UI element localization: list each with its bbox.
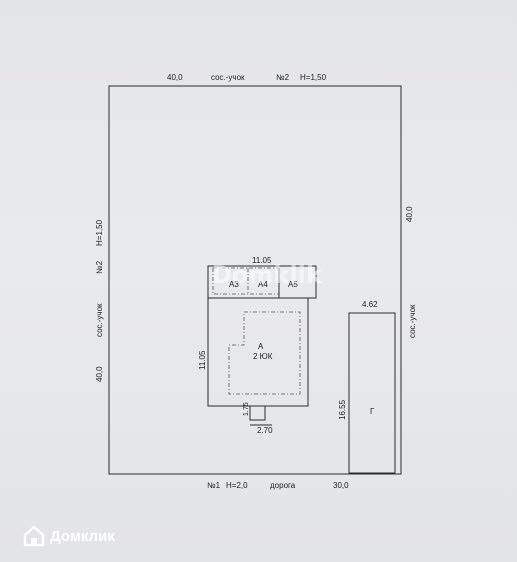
house-logo-icon [23, 525, 45, 547]
room-a3-label: А3 [229, 280, 239, 289]
top-height-label: H=1,50 [300, 73, 327, 82]
watermark-text: Domklik [212, 261, 323, 289]
left-lot-label: №2 [95, 260, 104, 274]
house-name-label: А [258, 342, 264, 351]
garage-name-label: Г [370, 407, 375, 416]
house [207, 265, 317, 426]
garage [348, 312, 396, 474]
house-main [207, 297, 309, 407]
logo-text: Домклик [50, 528, 115, 545]
bottom-lot-label: №1 [207, 481, 221, 490]
right-length-label: 40,0 [405, 206, 414, 222]
bottom-height-label: H=2,0 [226, 481, 248, 490]
porch-depth-label: 1.75 [243, 402, 250, 416]
garage-width-label: 4.62 [362, 300, 378, 309]
left-length-label: 40,0 [95, 366, 104, 382]
room-a5-label: А5 [288, 280, 298, 289]
left-height-label: H=1,50 [95, 219, 104, 246]
house-width-label: 11.05 [252, 256, 272, 265]
top-length-label: 40,0 [167, 73, 183, 82]
house-inner-dashed [228, 311, 301, 395]
bottom-length-label: 30,0 [333, 481, 349, 490]
left-neighbor-label: сос.-учок [95, 303, 104, 337]
porch [249, 406, 266, 421]
top-neighbor-label: сос.-учок [211, 73, 245, 82]
plot-boundary [108, 85, 402, 475]
bottom-road-label: дорога [270, 481, 296, 490]
right-neighbor-label: сос.-учок [408, 304, 417, 338]
top-lot-label: №2 [276, 73, 290, 82]
house-depth-label: 11.05 [198, 350, 207, 370]
room-a4-label: А4 [258, 280, 268, 289]
garage-length-label: 16.55 [338, 399, 347, 420]
logo: Домклик [23, 525, 115, 547]
house-type-label: 2 ЮК [253, 352, 273, 361]
porch-width-label: 2.70 [257, 426, 273, 435]
